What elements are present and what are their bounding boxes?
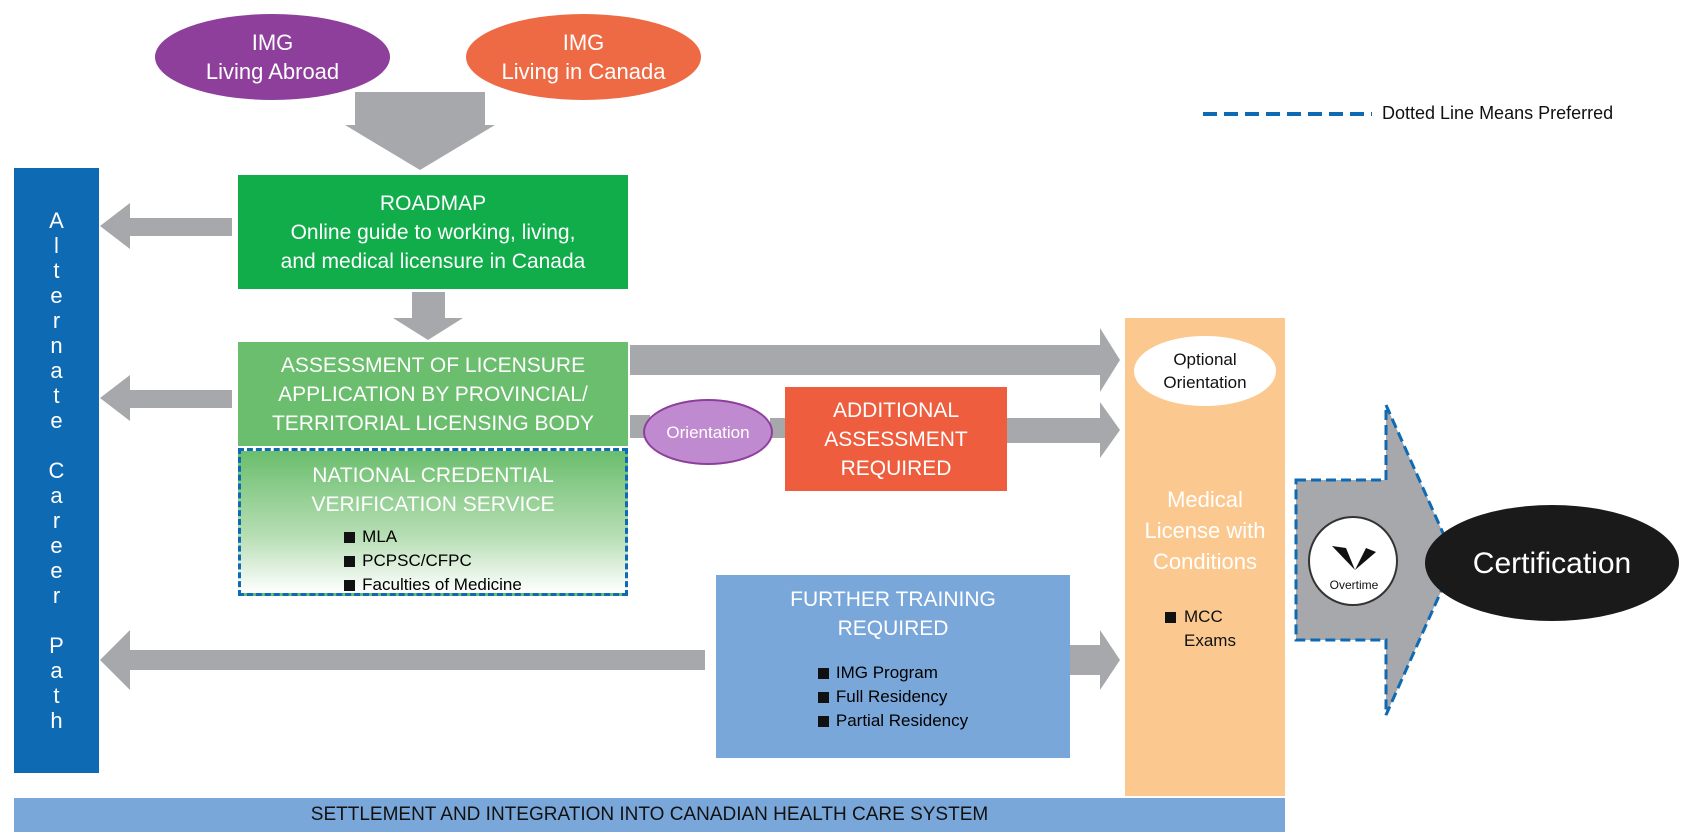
legend-label: Dotted Line Means Preferred: [1382, 103, 1614, 123]
mcc-label: MCC: [1184, 607, 1223, 626]
arrow-roadmap-to-alternate: [100, 203, 232, 249]
optional-orientation-line1: Optional: [1173, 350, 1237, 369]
further-line2: REQUIRED: [837, 617, 949, 640]
alternate-letter: [49, 608, 65, 633]
further-item: IMG Program: [817, 661, 968, 685]
mcc-exams-item: MCC Exams: [1165, 605, 1236, 653]
additional-line1: ADDITIONAL: [832, 398, 960, 422]
credential-item: Faculties of Medicine: [344, 573, 522, 597]
alternate-letter: t: [53, 683, 60, 708]
assessment-line2: APPLICATION BY PROVINCIAL/: [278, 382, 588, 406]
clock-hands-icon: [1332, 546, 1376, 570]
medical-license-box: Optional Orientation Medical License wit…: [1125, 318, 1285, 796]
alternate-letter: e: [50, 533, 63, 558]
roadmap-line2: and medical licensure in Canada: [280, 249, 586, 273]
alternate-letter: A: [49, 208, 64, 233]
alternate-letter: e: [50, 283, 63, 308]
alternate-letter: t: [53, 383, 60, 408]
credential-verification-box: NATIONAL CREDENTIAL VERIFICATION SERVICE…: [238, 448, 628, 596]
img-living-canada-node: IMG Living in Canada: [466, 14, 701, 100]
alternate-letter: h: [50, 708, 63, 733]
settlement-bar: SETTLEMENT AND INTEGRATION INTO CANADIAN…: [14, 798, 1285, 832]
license-line1: Medical: [1167, 487, 1243, 512]
assessment-line1: ASSESSMENT OF LICENSURE: [280, 353, 586, 377]
alternate-letter: a: [50, 483, 63, 508]
certification-node: Certification: [1425, 505, 1679, 621]
roadmap-title: ROADMAP: [379, 191, 487, 215]
arrow-start-to-roadmap: [345, 92, 495, 170]
further-line1: FURTHER TRAINING: [790, 588, 996, 611]
credential-line1: NATIONAL CREDENTIAL: [312, 464, 554, 487]
credential-item: MLA: [344, 525, 522, 549]
optional-orientation-line2: Orientation: [1163, 373, 1247, 392]
alternate-letter: r: [52, 508, 61, 533]
alternate-letter: P: [49, 633, 64, 658]
img-canada-line2: Living in Canada: [501, 59, 666, 84]
alternate-letter: C: [48, 458, 65, 483]
license-line3: Conditions: [1153, 549, 1257, 574]
alternate-letter: e: [50, 408, 63, 433]
orientation-node: Orientation: [643, 399, 773, 465]
arrow-training-to-alternate: [100, 630, 705, 690]
credential-line2: VERIFICATION SERVICE: [311, 493, 555, 516]
assessment-line3: TERRITORIAL LICENSING BODY: [271, 411, 595, 435]
img-living-abroad-node: IMG Living Abroad: [155, 14, 390, 100]
alternate-letter: t: [53, 258, 60, 283]
arrow-assessment-to-license: [630, 328, 1120, 392]
arrow-training-to-license: [1070, 630, 1120, 690]
alternate-letter: a: [50, 358, 63, 383]
overtime-label: Overtime: [1329, 578, 1379, 592]
further-list: IMG Program Full Residency Partial Resid…: [817, 661, 968, 733]
credential-list: MLA PCPSC/CFPC Faculties of Medicine: [344, 525, 522, 597]
roadmap-box: ROADMAP Online guide to working, living,…: [238, 175, 628, 289]
additional-line2: ASSESSMENT: [824, 427, 968, 451]
medical-license-title: Medical License with Conditions: [1125, 484, 1285, 577]
certification-label: Certification: [1472, 546, 1632, 580]
alternate-letter: a: [50, 658, 63, 683]
img-abroad-line1: IMG: [251, 30, 294, 55]
further-item: Full Residency: [817, 685, 968, 709]
arrow-additional-to-license: [1005, 402, 1120, 458]
assessment-box: ASSESSMENT OF LICENSURE APPLICATION BY P…: [238, 342, 628, 446]
alternate-letter: l: [54, 233, 59, 258]
optional-orientation-node: Optional Orientation: [1134, 336, 1276, 406]
alternate-letter: r: [52, 308, 61, 333]
arrow-roadmap-to-assessment: [393, 292, 463, 340]
alternate-letter: e: [50, 558, 63, 583]
overtime-clock: Overtime: [1308, 516, 1398, 606]
alternate-letter: [49, 433, 65, 458]
img-canada-line1: IMG: [562, 30, 605, 55]
additional-assessment-box: ADDITIONAL ASSESSMENT REQUIRED: [785, 387, 1007, 491]
further-item: Partial Residency: [817, 709, 968, 733]
settlement-label: SETTLEMENT AND INTEGRATION INTO CANADIAN…: [310, 804, 989, 825]
alternate-letter: r: [52, 583, 61, 608]
additional-line3: REQUIRED: [840, 456, 952, 480]
orientation-label: Orientation: [666, 422, 750, 442]
credential-item: PCPSC/CFPC: [344, 549, 522, 573]
img-abroad-line2: Living Abroad: [205, 59, 340, 84]
arrow-assessment-to-alternate: [100, 375, 232, 421]
license-line2: License with: [1144, 518, 1266, 543]
further-training-box: FURTHER TRAINING REQUIRED IMG Program Fu…: [716, 575, 1070, 758]
exams-label: Exams: [1184, 631, 1236, 650]
alternate-letter: n: [50, 333, 63, 358]
roadmap-line1: Online guide to working, living,: [290, 220, 576, 244]
